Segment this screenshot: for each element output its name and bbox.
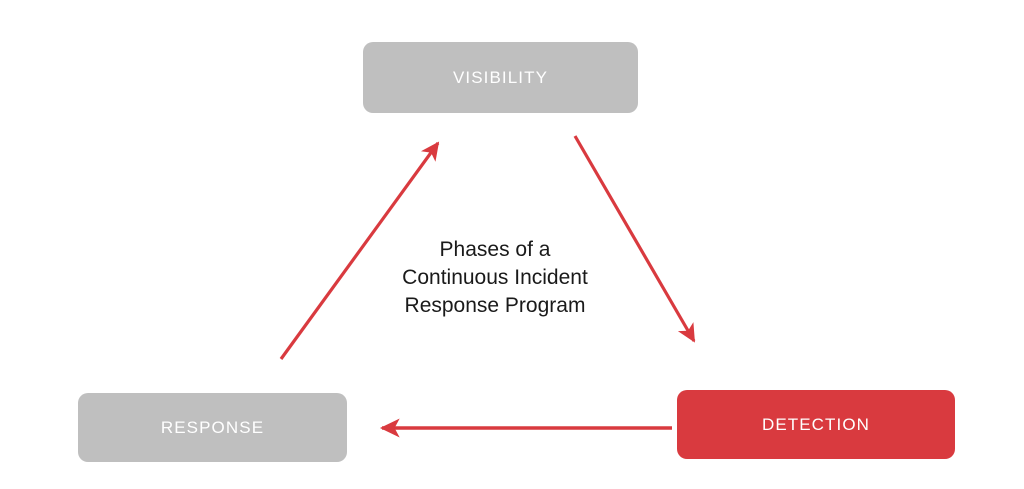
phase-node-response-label: RESPONSE (160, 418, 265, 437)
diagram-caption-line-1: Phases of a (439, 238, 551, 261)
diagram-caption: Phases of a Continuous Incident Response… (355, 236, 635, 320)
phase-node-visibility[interactable]: VISIBILITY (363, 42, 638, 113)
diagram-caption-line-2: Continuous Incident (402, 266, 588, 289)
phase-node-detection[interactable]: DETECTION (677, 390, 955, 459)
phase-node-detection-label: DETECTION (761, 415, 871, 434)
phase-node-response[interactable]: RESPONSE (78, 393, 347, 462)
phase-node-visibility-label: VISIBILITY (452, 68, 549, 87)
diagram-caption-line-3: Response Program (404, 294, 586, 317)
